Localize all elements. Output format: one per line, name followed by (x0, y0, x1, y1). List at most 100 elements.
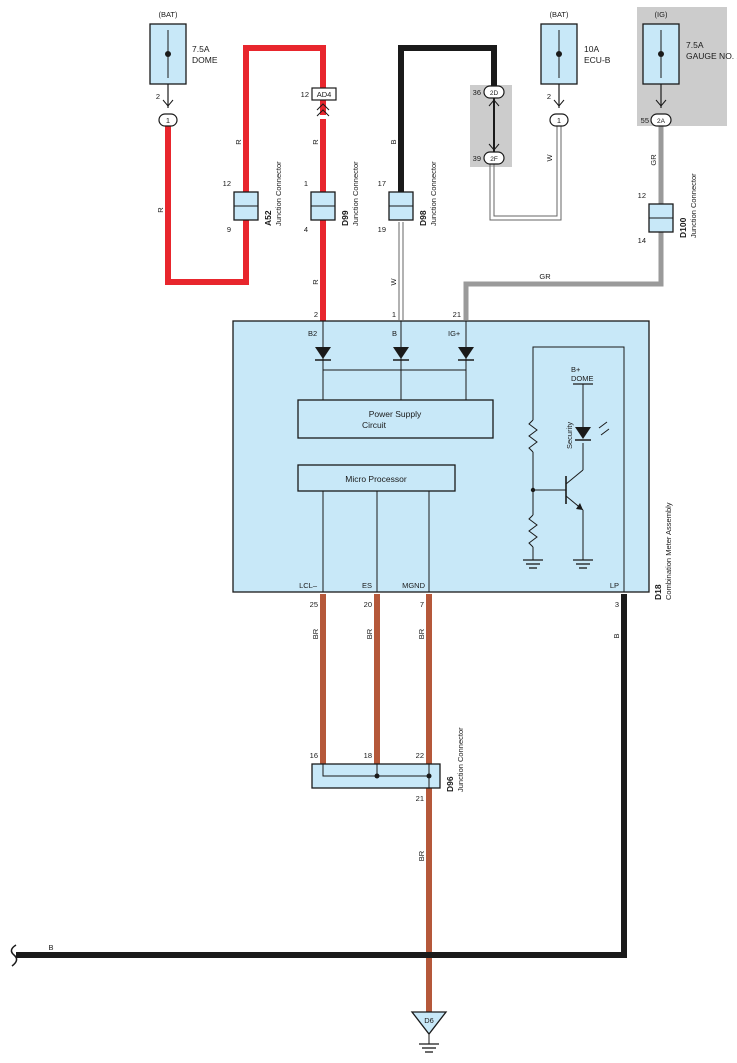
black-wire-b (398, 45, 497, 200)
meter-name: Combination Meter Assembly (664, 502, 673, 600)
d100-desc: Junction Connector (689, 173, 698, 238)
2f-name: 2F (490, 156, 498, 163)
wire-b-lp: B (612, 633, 621, 638)
power-supply-line1: Power Supply (369, 409, 422, 419)
fuse-dome-conn: 1 (166, 116, 170, 125)
security-bplus: B+ (571, 365, 581, 374)
d99-pin-top: 1 (304, 179, 308, 188)
wire-r-3: R (311, 139, 320, 145)
brown-wire (320, 594, 432, 1012)
combination-meter (232, 320, 650, 593)
wire-r-4: R (311, 279, 320, 285)
d98-pin-bottom: 19 (378, 225, 386, 234)
meter-label-ig: IG+ (448, 329, 461, 338)
ad4-name: AD4 (317, 90, 332, 99)
red-wire (165, 45, 326, 323)
fuse-ecu-name: ECU-B (584, 55, 611, 65)
wire-b-bottom: B (48, 943, 53, 952)
d96-id: D96 (445, 776, 455, 792)
security-dome: DOME (571, 374, 594, 383)
fuse-gauge-pin: 55 (641, 116, 649, 125)
fuse-gauge-conn: 2A (657, 118, 666, 125)
a52-pin-bottom: 9 (227, 225, 231, 234)
wire-r-1: R (156, 207, 165, 213)
fuse-gauge-name: GAUGE NO. 2 (686, 51, 737, 61)
wire-break-mark (10, 944, 18, 967)
junction-d96 (311, 763, 441, 789)
wire-br-2: BR (365, 628, 374, 639)
meter-label-mgnd: MGND (402, 581, 425, 590)
wire-w-1: W (389, 278, 398, 286)
power-supply-line2: Circuit (362, 420, 387, 430)
meter-id: D18 (653, 584, 663, 600)
connector-2d-2f (483, 85, 505, 165)
meter-pin-b: 1 (392, 310, 396, 319)
meter-label-es: ES (362, 581, 372, 590)
d98-desc: Junction Connector (429, 161, 438, 226)
security-label: Security (565, 422, 574, 449)
wire-br-1: BR (311, 628, 320, 639)
a52-id: A52 (263, 210, 273, 226)
d96-pin-16: 16 (310, 751, 318, 760)
gray-wire (463, 126, 664, 320)
d98-pin-top: 17 (378, 179, 386, 188)
security-circuit (523, 346, 625, 592)
fuse-ecu-rating: 10A (584, 44, 599, 54)
fuse-ecu-source: (BAT) (549, 10, 569, 19)
fuse-dome-name: DOME (192, 55, 218, 65)
black-wire-lp (16, 594, 627, 958)
white-wire-w (398, 126, 562, 320)
connector-ad4 (311, 87, 337, 117)
meter-pin-lp: 3 (615, 600, 619, 609)
wire-gr-1: GR (649, 154, 658, 166)
wire-r-2: R (234, 139, 243, 145)
micro-processor: Micro Processor (345, 474, 407, 484)
meter-pin-mgnd: 7 (420, 600, 424, 609)
meter-pin-lcl: 25 (310, 600, 318, 609)
meter-label-lcl: LCL– (299, 581, 318, 590)
d99-id: D99 (340, 210, 350, 226)
fuse-dome-rating: 7.5A (192, 44, 210, 54)
d100-pin-bottom: 14 (638, 236, 646, 245)
wire-br-3: BR (417, 628, 426, 639)
wire-b-1: B (389, 139, 398, 144)
2d-name: 2D (490, 90, 499, 97)
junction-d98 (388, 191, 414, 221)
a52-pin-top: 12 (223, 179, 231, 188)
ground-d6 (410, 952, 448, 1053)
fuse-ecu-pin: 2 (547, 92, 551, 101)
fuse-dome (149, 23, 187, 127)
fuse-gauge-rating: 7.5A (686, 40, 704, 50)
d99-pin-bottom: 4 (304, 225, 308, 234)
d96-desc: Junction Connector (456, 727, 465, 792)
d99-desc: Junction Connector (351, 161, 360, 226)
a52-desc: Junction Connector (274, 161, 283, 226)
meter-label-b: B (392, 329, 397, 338)
meter-label-lp: LP (610, 581, 619, 590)
fuse-dome-source: (BAT) (158, 10, 178, 19)
d98-id: D98 (418, 210, 428, 226)
d96-pin-21: 21 (416, 794, 424, 803)
2f-pin: 39 (473, 154, 481, 163)
junction-d99 (310, 191, 336, 221)
wire-br-4: BR (417, 850, 426, 861)
fuse-gauge-source: (IG) (655, 10, 668, 19)
meter-label-b2: B2 (308, 329, 317, 338)
fuse-ecu-b (540, 23, 578, 127)
fuse-gauge (642, 23, 680, 127)
fuse-dome-pin: 2 (156, 92, 160, 101)
d6-label: D6 (424, 1016, 434, 1025)
meter-pin-es: 20 (364, 600, 372, 609)
d100-pin-top: 12 (638, 191, 646, 200)
wire-gr-2: GR (539, 272, 551, 281)
d96-pin-18: 18 (364, 751, 372, 760)
fuse-ecu-conn: 1 (557, 116, 561, 125)
wire-w-2: W (545, 154, 554, 162)
2d-pin: 36 (473, 88, 481, 97)
meter-pin-b2: 2 (314, 310, 318, 319)
d96-pin-22: 22 (416, 751, 424, 760)
junction-d100 (648, 203, 674, 233)
junction-a52 (233, 191, 259, 221)
d100-id: D100 (678, 217, 688, 238)
meter-pin-ig: 21 (453, 310, 461, 319)
